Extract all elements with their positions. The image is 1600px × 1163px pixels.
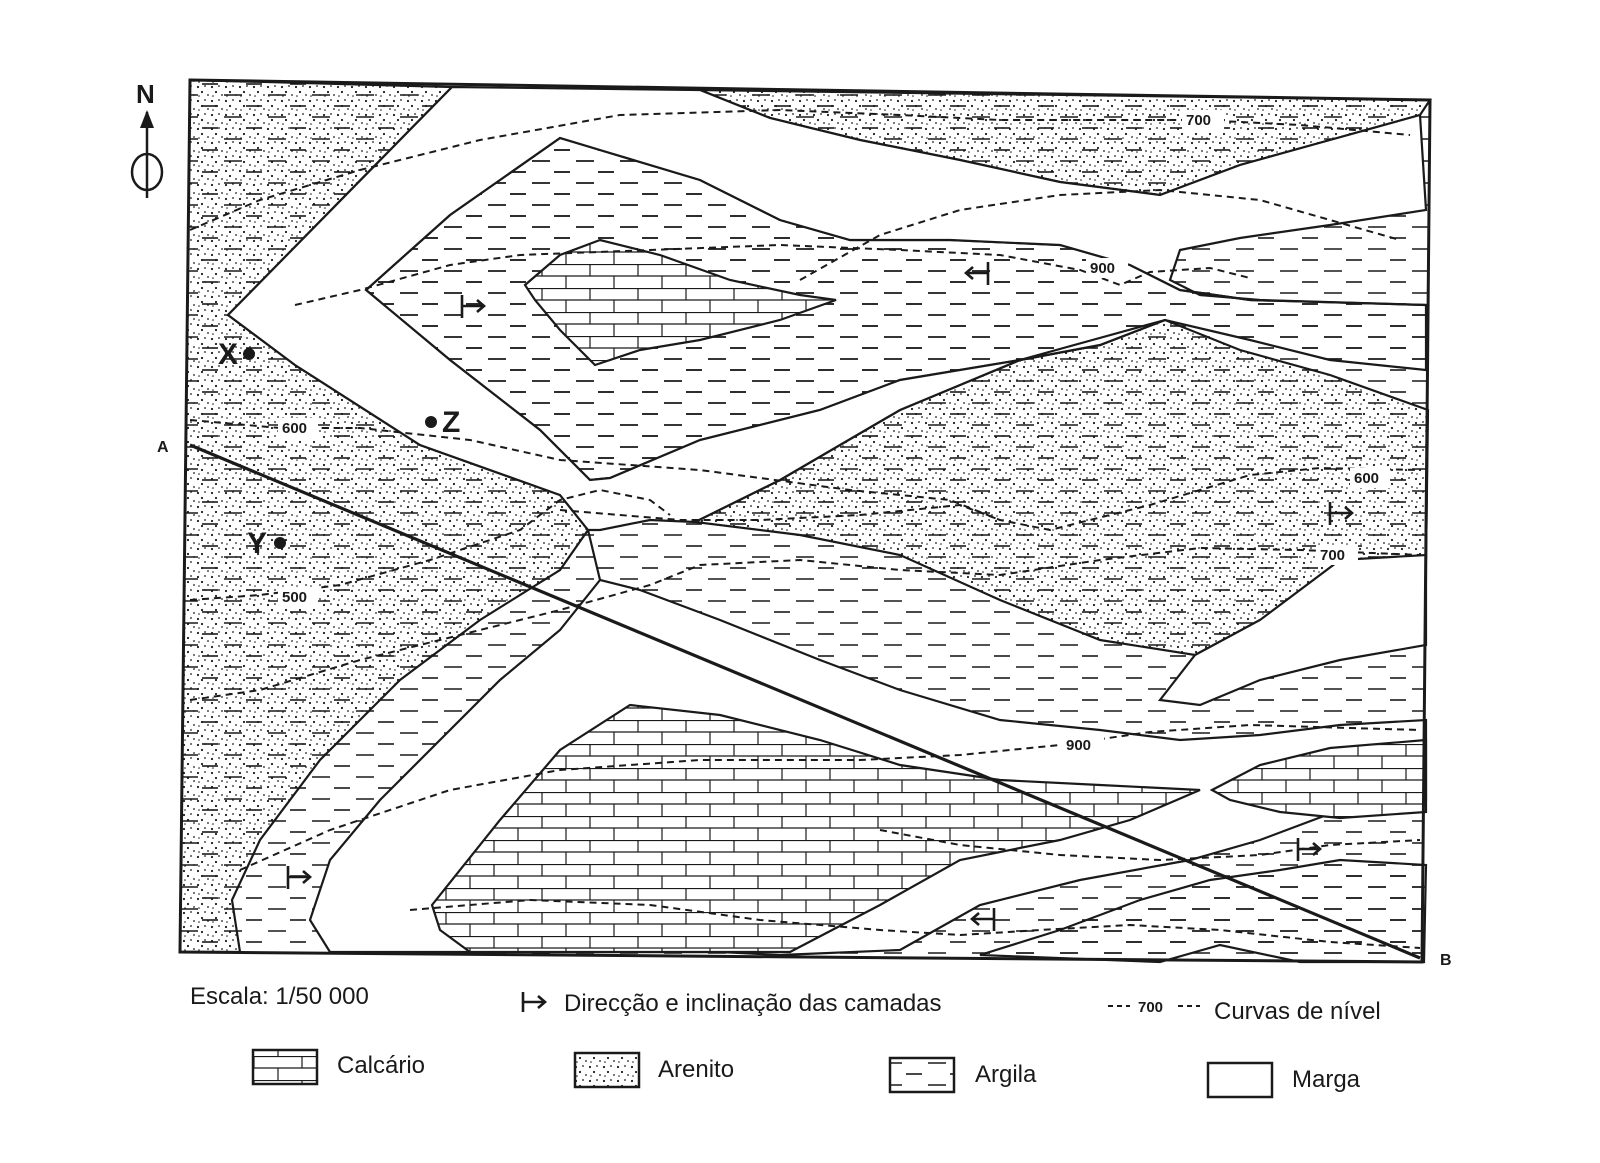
unit-calcario-south	[430, 703, 1201, 954]
unit-calcario-east	[1209, 738, 1428, 820]
legend-label-marga: Marga	[1292, 1066, 1361, 1093]
contour-labels: 600 500 700 900 600 700 900	[278, 110, 1390, 755]
point-label-x: X	[218, 338, 238, 371]
map-frame	[178, 78, 1432, 964]
contour-line-700-north	[189, 108, 1411, 231]
dip-symbol-west-1	[964, 262, 990, 285]
contour-line-south-3	[879, 829, 1421, 862]
legend-dip-text: Direcção e inclinação das camadas	[564, 990, 942, 1017]
section-label-b: B	[1440, 952, 1452, 969]
contour-label-700-east: 700	[1320, 547, 1345, 564]
unit-calcario-north	[523, 238, 837, 367]
unit-marga-north-band	[226, 85, 1428, 532]
contour-line-600-west	[189, 419, 1421, 532]
legend-dip-symbol	[521, 992, 547, 1012]
legend-contour-value: 700	[1138, 999, 1163, 1016]
dip-symbol-east-2	[1328, 502, 1354, 525]
legend-label-calcario: Calcário	[337, 1052, 426, 1079]
legend-contour-sample: 700	[1108, 999, 1200, 1016]
legend-swatch-arenito	[573, 1051, 641, 1089]
unit-argila-southeast	[979, 858, 1428, 964]
legend-swatch-calcario	[251, 1048, 319, 1086]
north-label: N	[136, 79, 155, 109]
contour-lines	[189, 108, 1421, 949]
point-label-z: Z	[442, 406, 460, 439]
dip-symbol-west-2	[970, 908, 996, 931]
contour-label-600-west: 600	[282, 420, 307, 437]
point-x: X	[218, 338, 255, 371]
legend-contour-text: Curvas de nível	[1214, 998, 1381, 1025]
legend-swatch-argila	[888, 1056, 956, 1094]
contour-line-900-south	[239, 723, 1421, 871]
point-y: Y	[247, 527, 286, 560]
legend-label-argila: Argila	[975, 1061, 1037, 1088]
dip-symbol-east-4	[286, 866, 312, 889]
dip-symbol-east-3	[1296, 838, 1322, 861]
north-arrow: N	[130, 79, 164, 198]
point-z: Z	[425, 406, 460, 439]
contour-line-700-east	[189, 546, 1421, 701]
scale-text: Escala: 1/50 000	[190, 983, 369, 1010]
section-label-a: A	[157, 439, 169, 456]
legend-label-arenito: Arenito	[658, 1056, 735, 1083]
contour-label-700-north: 700	[1186, 112, 1211, 129]
contour-label-900-north: 900	[1090, 260, 1115, 277]
point-label-y: Y	[247, 527, 267, 560]
dip-symbol-east-1	[460, 295, 486, 318]
section-line-a-b	[189, 443, 1421, 960]
contour-line-central	[559, 503, 1001, 521]
contour-label-500: 500	[282, 589, 307, 606]
contour-line-north-2	[799, 188, 1401, 281]
dip-symbols	[286, 262, 1354, 931]
contour-line-900-north	[294, 243, 1251, 306]
contour-label-900-south: 900	[1066, 737, 1091, 754]
contour-line-south-2	[409, 898, 1421, 949]
contour-label-600-east: 600	[1354, 470, 1379, 487]
legend-swatch-marga	[1206, 1061, 1274, 1099]
